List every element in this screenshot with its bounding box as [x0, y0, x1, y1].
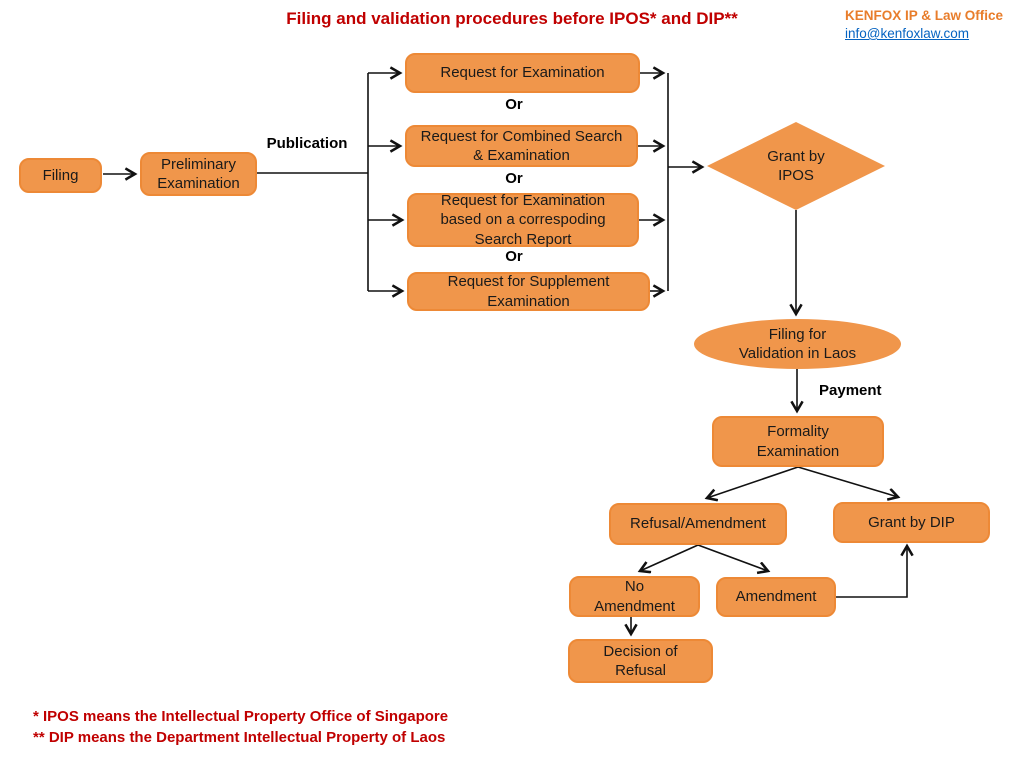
- node-no-amendment: No Amendment: [569, 576, 700, 617]
- label-publication: Publication: [266, 135, 348, 152]
- label-or-2: Or: [505, 170, 523, 187]
- node-preliminary-examination: Preliminary Examination: [140, 152, 257, 196]
- label-or-3: Or: [505, 248, 523, 265]
- connector-formality-grantdip: [797, 466, 898, 497]
- node-request-supplement-examination: Request for Supplement Examination: [407, 272, 650, 311]
- footnotes: * IPOS means the Intellectual Property O…: [33, 706, 448, 748]
- node-formality-examination: Formality Examination: [712, 416, 884, 467]
- connector-refusal-noamendment: [640, 544, 699, 571]
- slide-title: Filing and validation procedures before …: [286, 9, 738, 28]
- label-or-1: Or: [505, 96, 523, 113]
- label-payment: Payment: [819, 382, 882, 399]
- footnote-dip: ** DIP means the Department Intellectual…: [33, 729, 446, 746]
- brand-block: KENFOX IP & Law Office info@kenfoxlaw.co…: [845, 7, 1003, 43]
- node-request-for-examination: Request for Examination: [405, 53, 640, 93]
- node-request-combined-search-examination: Request for Combined Search & Examinatio…: [405, 125, 638, 167]
- connector-refusal-amendment: [697, 544, 768, 571]
- node-amendment: Amendment: [716, 577, 836, 617]
- footnote-ipos: * IPOS means the Intellectual Property O…: [33, 708, 449, 725]
- node-refusal-amendment: Refusal/Amendment: [609, 503, 787, 545]
- connector-amendment-grantdip: [836, 546, 907, 598]
- node-request-examination-corresponding-search-report: Request for Examination based on a corre…: [407, 192, 639, 248]
- email-link[interactable]: info@kenfoxlaw.com: [845, 26, 970, 41]
- node-filing: Filing: [19, 158, 102, 193]
- node-grant-by-dip: Grant by DIP: [833, 502, 990, 543]
- connector-formality-refusal: [707, 466, 799, 498]
- node-decision-of-refusal: Decision of Refusal: [568, 639, 713, 683]
- node-filing-for-validation-in-laos: Filing for Validation in Laos: [694, 319, 901, 369]
- company-name: KENFOX IP & Law Office: [845, 8, 1004, 23]
